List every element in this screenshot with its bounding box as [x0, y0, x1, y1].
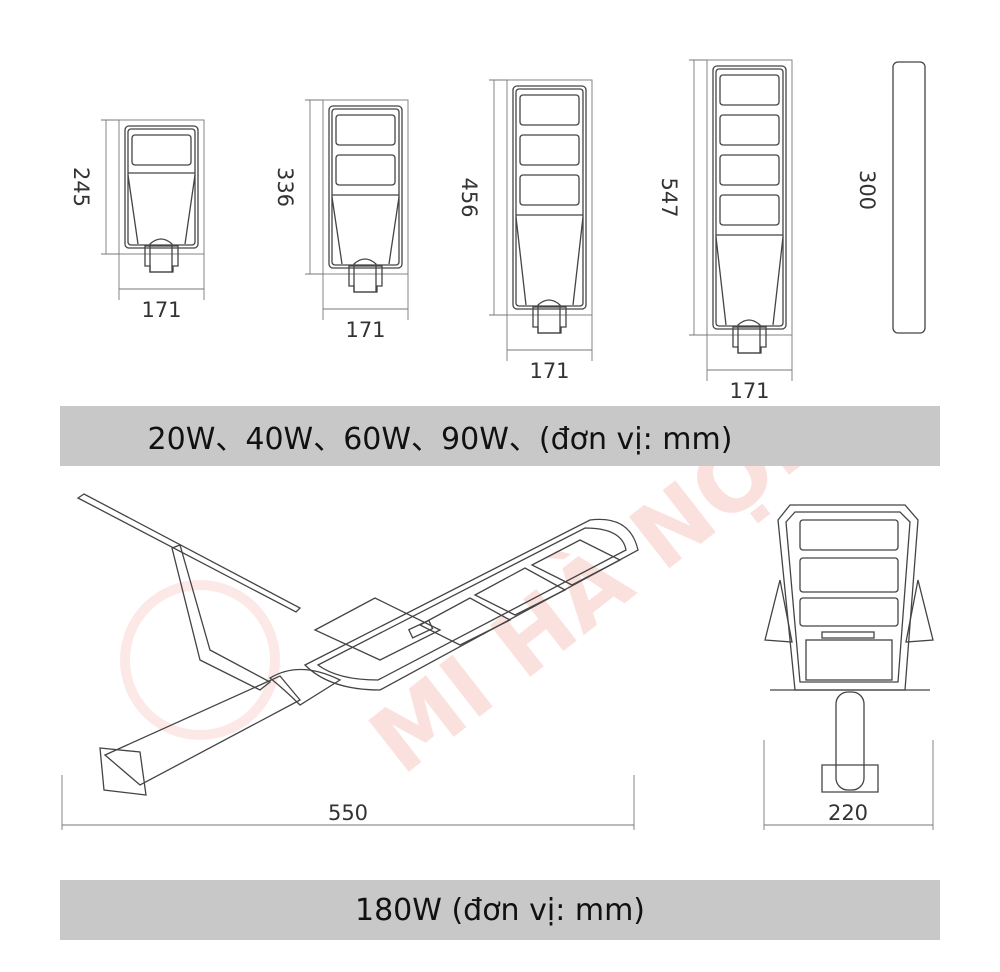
length-label: 550	[328, 801, 368, 825]
solar-panel-side	[892, 61, 926, 334]
width-label: 220	[828, 801, 868, 825]
banner-bottom-text: 180W (đơn vị: mm)	[355, 892, 645, 928]
height-label: 547	[657, 177, 681, 217]
watermark-seal	[120, 580, 280, 740]
height-label: 456	[457, 177, 481, 217]
lamp-top-view: 336 171	[273, 99, 409, 342]
panel-height-label: 300	[855, 170, 879, 210]
width-label: 171	[141, 298, 181, 322]
height-label: 245	[69, 167, 93, 207]
banner-top: 20W、40W、60W、90W、(đơn vị: mm)	[60, 406, 940, 466]
lamp-180w-perspective	[76, 493, 639, 796]
lamp-top-view: 547 171	[657, 59, 793, 403]
banner-top-text: 20W、40W、60W、90W、(đơn vị: mm)	[147, 422, 733, 457]
width-label: 171	[729, 379, 769, 403]
lamp-180w-front	[764, 504, 934, 793]
height-label: 336	[273, 167, 297, 207]
banner-bottom: 180W (đơn vị: mm)	[60, 880, 940, 940]
width-label: 171	[529, 359, 569, 383]
lamp-top-view: 245 171	[69, 119, 205, 322]
width-label: 171	[345, 318, 385, 342]
lamp-top-view: 456 171	[457, 79, 593, 383]
